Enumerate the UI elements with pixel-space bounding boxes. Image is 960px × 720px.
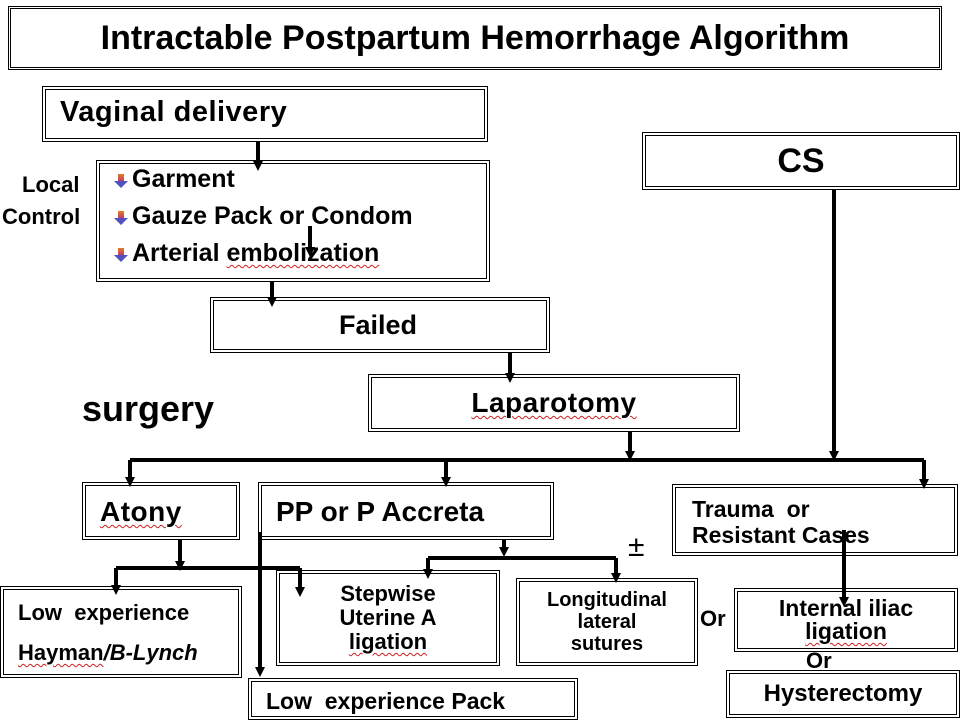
stepwise-box: Stepwise Uterine A ligation — [276, 570, 500, 666]
cs-box: CS — [642, 132, 960, 190]
internal-iliac-box: Internal iliac ligation — [734, 588, 958, 652]
longitudinal-label-1: Longitudinal — [547, 589, 667, 611]
trauma-box: Trauma or Resistant Cases — [672, 484, 958, 556]
stepwise-label-2: Uterine A — [339, 605, 437, 630]
low-experience-pack-label: Low experience Pack — [266, 688, 506, 714]
local-control-item-gauze: Gauze Pack or Condom — [114, 198, 413, 235]
vaginal-delivery-box: Vaginal delivery — [42, 86, 488, 142]
plus-minus-symbol: ± — [628, 530, 645, 563]
or-label-1: Or — [700, 606, 726, 631]
longitudinal-box: Longitudinal lateral sutures — [516, 578, 698, 666]
trauma-label-2: Resistant Cases — [692, 522, 870, 548]
hysterectomy-label: Hysterectomy — [763, 680, 923, 707]
pp-accreta-label: PP or P Accreta — [276, 496, 485, 527]
hayman-b-lynch-label: Hayman/B-Lynch — [18, 640, 198, 665]
internal-iliac-label-1: Internal iliac — [778, 595, 914, 621]
bullet-icon — [114, 248, 128, 262]
low-experience-pack-box: Low experience Pack — [248, 678, 578, 720]
low-experience-label: Low experience — [18, 600, 190, 625]
vaginal-delivery-label: Vaginal delivery — [60, 96, 288, 128]
laparotomy-label: Laparotomy — [471, 387, 637, 418]
stepwise-label-1: Stepwise — [340, 581, 436, 606]
local-control-box: Garment Gauze Pack or Condom Arterial em… — [96, 160, 490, 282]
pp-accreta-box: PP or P Accreta — [258, 482, 554, 540]
local-control-label-1: Local — [22, 172, 80, 197]
cs-label: CS — [777, 141, 825, 180]
longitudinal-label-3: sutures — [570, 633, 644, 655]
diagram-title-box: Intractable Postpartum Hemorrhage Algori… — [8, 6, 942, 70]
diagram-title: Intractable Postpartum Hemorrhage Algori… — [100, 18, 850, 57]
low-experience-box: Low experience Hayman/B-Lynch — [0, 586, 242, 678]
local-control-item-embolization: Arterial embolization — [114, 235, 413, 272]
longitudinal-label-2: lateral — [577, 611, 637, 633]
local-control-label-2: Control — [2, 204, 81, 229]
laparotomy-box: Laparotomy — [368, 374, 740, 432]
internal-iliac-label-2: ligation — [805, 618, 887, 644]
or-label-2: Or — [806, 648, 832, 673]
atony-box: Atony — [82, 482, 240, 540]
local-control-item-garment: Garment — [114, 161, 413, 198]
surgery-label: surgery — [82, 388, 215, 429]
bullet-icon — [114, 211, 128, 225]
hysterectomy-box: Hysterectomy — [726, 670, 960, 718]
atony-label: Atony — [100, 496, 182, 527]
failed-box: Failed — [210, 297, 550, 353]
trauma-label-1: Trauma or — [692, 496, 810, 522]
bullet-icon — [114, 174, 128, 188]
stepwise-label-3: ligation — [348, 629, 428, 654]
failed-label: Failed — [338, 309, 418, 340]
